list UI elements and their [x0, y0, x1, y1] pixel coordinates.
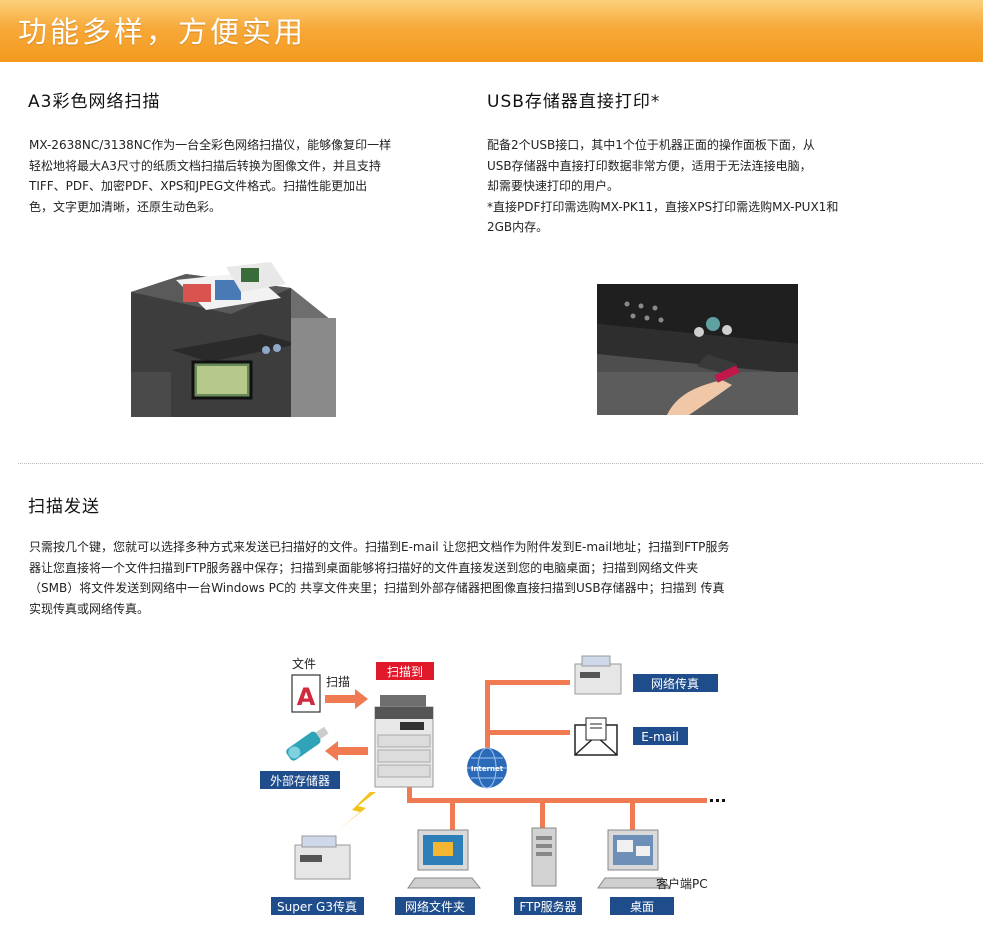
desktop-label: 桌面: [630, 900, 654, 914]
usb-panel-photo: [597, 284, 798, 415]
external-storage-badge: [260, 771, 340, 789]
internet-label: Internet: [471, 765, 504, 773]
net-fax-label: 网络传真: [651, 676, 699, 691]
ftp-server-badge: [514, 897, 582, 915]
super-g3-badge: [271, 897, 364, 915]
net-fax-badge: [633, 674, 718, 692]
scanner-photo: [131, 262, 336, 417]
header-banner: 功能多样，方便实用: [0, 0, 983, 62]
a3-line: TIFF、PDF、加密PDF、XPS和JPEG文件格式。扫描性能更加出: [29, 179, 368, 193]
usb-line: 却需要快速打印的用户。: [487, 179, 620, 193]
ftp-server-label: FTP服务器: [519, 899, 576, 914]
scan-send-diagram: A 文件 扫描 扫描到 外部存储器: [250, 650, 730, 920]
desktop-badge: [610, 897, 674, 915]
internet-globe-icon: [467, 747, 507, 789]
net-fax-device-icon: [574, 655, 622, 695]
usb-line: *直接PDF打印需选购MX-PK11，直接XPS打印需选购MX-PUX1和: [487, 199, 839, 214]
banner-title: 功能多样，方便实用: [18, 15, 307, 49]
a3-scan-paragraph: MX-2638NC/3138NC作为一台全彩色网络扫描仪，能够像复印一样 轻松地…: [29, 135, 391, 217]
scan-line: 器让您直接将一个文件扫描到FTP服务器中保存；扫描到桌面能够将扫描好的文件直接发…: [29, 560, 699, 575]
a3-line: MX-2638NC/3138NC作为一台全彩色网络扫描仪，能够像复印一样: [29, 138, 392, 152]
scan-line: （SMB）将文件发送到网络中一台Windows PC的 共享文件夹里；扫描到外部…: [29, 581, 725, 595]
usb-line: 2GB内存。: [487, 220, 549, 234]
email-envelope-icon: [574, 717, 618, 756]
client-pc-label: 客户端PC: [656, 876, 708, 891]
document-icon: A: [291, 674, 321, 713]
scan-send-paragraph: 只需按几个键，您就可以选择多种方式来发送已扫描好的文件。扫描到E-mail 让您…: [29, 537, 729, 619]
network-folder-pc-icon: [407, 829, 482, 889]
ftp-server-icon: [531, 827, 557, 887]
section-divider: [18, 463, 983, 464]
mfp-printer-icon: [374, 695, 434, 788]
super-g3-label: Super G3传真: [277, 899, 357, 914]
a3-line: 轻松地将最大A3尺寸的纸质文档扫描后转换为图像文件，并且支持: [29, 158, 381, 173]
usb-line: 配备2个USB接口，其中1个位于机器正面的操作面板下面，从: [487, 138, 815, 152]
scan-line: 只需按几个键，您就可以选择多种方式来发送已扫描好的文件。扫描到E-mail 让您…: [29, 540, 730, 554]
usb-stick-icon: [286, 726, 329, 761]
net-folder-label: 网络文件夹: [405, 899, 465, 914]
scan-arrow: [325, 689, 368, 709]
a3-scan-heading: A3彩色网络扫描: [28, 92, 161, 112]
network-lines: [407, 680, 725, 833]
scan-line: 实现传真或网络传真。: [29, 601, 150, 616]
scan-to-label: 扫描到: [387, 665, 423, 679]
document-glyph: A: [297, 683, 316, 711]
net-folder-badge: [395, 897, 475, 915]
file-label: 文件: [292, 656, 316, 671]
desktop-pc-icon: [597, 829, 672, 889]
usb-print-paragraph: 配备2个USB接口，其中1个位于机器正面的操作面板下面，从 USB存储器中直接打…: [487, 135, 838, 238]
super-g3-fax-icon: [294, 835, 351, 880]
a3-line: 色，文字更加清晰，还原生动色彩。: [29, 199, 222, 214]
usb-print-heading: USB存储器直接打印*: [487, 92, 661, 112]
fax-signal-icon: [338, 792, 376, 830]
scan-label: 扫描: [326, 675, 350, 689]
external-storage-label: 外部存储器: [270, 773, 330, 788]
email-label: E-mail: [641, 730, 679, 744]
scan-to-badge: [376, 662, 434, 680]
usb-arrow: [325, 741, 368, 761]
email-badge: [633, 727, 688, 745]
scan-send-heading: 扫描发送: [28, 497, 100, 517]
usb-line: USB存储器中直接打印数据非常方便，适用于无法连接电脑，: [487, 158, 812, 173]
